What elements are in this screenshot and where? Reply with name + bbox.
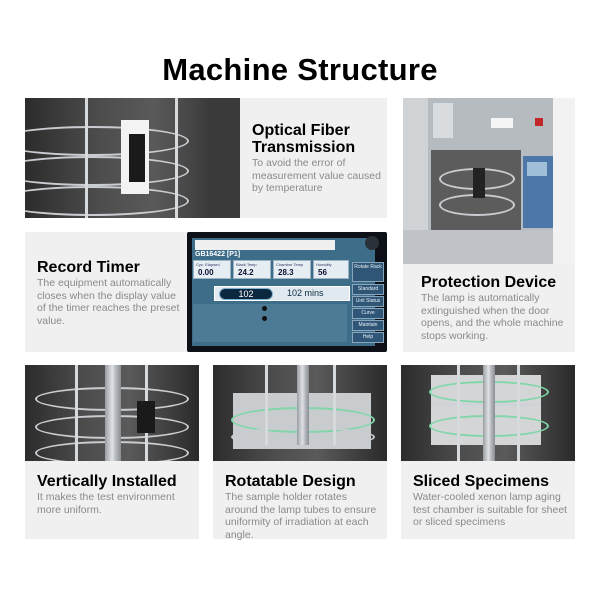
timer-setpoint[interactable]: 102 — [219, 288, 273, 300]
optical-heading: Optical Fiber Transmission — [252, 122, 356, 156]
optical-fiber-photo — [25, 98, 240, 218]
screen-button-rotate[interactable]: Rotate Rack — [352, 262, 384, 282]
sliced-heading: Sliced Specimens — [413, 473, 550, 490]
protection-heading: Protection Device — [421, 274, 557, 291]
rotatable-photo — [213, 365, 387, 461]
timer-display: 102 102 mins — [214, 286, 350, 301]
screen-button-status[interactable]: Unit Status — [352, 296, 384, 307]
protection-desc: The lamp is automatically extinguished w… — [421, 292, 564, 342]
screen-button-standard[interactable]: Standard — [352, 284, 384, 295]
optical-desc: To avoid the error of measurement value … — [252, 157, 381, 194]
protection-device-photo — [403, 98, 575, 264]
page-title: Machine Structure — [162, 52, 438, 87]
sliced-photo — [401, 365, 575, 461]
screen-button-maintain[interactable]: Maintain — [352, 320, 384, 331]
vertical-desc: It makes the test environment more unifo… — [37, 491, 175, 516]
vertical-heading: Vertically Installed — [37, 473, 177, 490]
sliced-desc: Water-cooled xenon lamp aging test chamb… — [413, 491, 568, 528]
timer-value: 102 mins — [287, 288, 324, 298]
timer-heading: Record Timer — [37, 259, 140, 276]
vertical-photo — [25, 365, 199, 461]
rotatable-heading: Rotatable Design — [225, 473, 356, 490]
rotatable-desc: The sample holder rotates around the lam… — [225, 491, 377, 541]
screen-button-help[interactable]: Help — [352, 332, 384, 343]
screen-header: GB16422 [P1] — [195, 251, 241, 258]
timer-desc: The equipment automatically closes when … — [37, 277, 180, 327]
screen-button-curve[interactable]: Curve — [352, 308, 384, 319]
